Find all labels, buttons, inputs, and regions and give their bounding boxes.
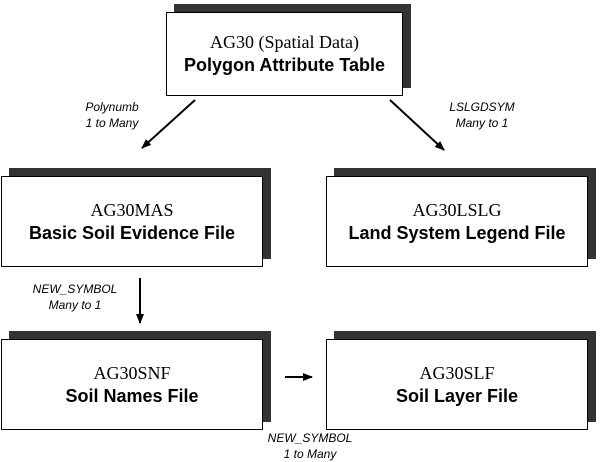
- relationship-key: LSLGDSYM: [449, 100, 515, 114]
- arrow-ag30-to-mas: [141, 99, 196, 149]
- ag30mas-entity-box: AG30MAS Basic Soil Evidence File: [1, 176, 263, 267]
- ag30slf-entity-box: AG30SLF Soil Layer File: [326, 339, 588, 430]
- arrow-ag30-to-lslg: [389, 99, 445, 151]
- ag30lslg-code: AG30LSLG: [412, 199, 502, 220]
- relationship-cardinality: 1 to Many: [283, 447, 337, 461]
- ag30mas-code: AG30MAS: [90, 199, 174, 220]
- ag30snf-name: Soil Names File: [65, 385, 199, 406]
- label-ag30-to-mas: Polynumb 1 to Many: [62, 99, 162, 131]
- relationship-cardinality: Many to 1: [48, 298, 102, 312]
- relationship-cardinality: Many to 1: [455, 116, 509, 130]
- relationship-cardinality: 1 to Many: [85, 116, 139, 130]
- label-snf-to-slf: NEW_SYMBOL 1 to Many: [250, 430, 370, 462]
- ag30slf-code: AG30SLF: [419, 362, 495, 383]
- ag30-entity-box: AG30 (Spatial Data) Polygon Attribute Ta…: [166, 12, 403, 96]
- label-ag30-to-lslg: LSLGDSYM Many to 1: [432, 99, 532, 131]
- relationship-key: Polynumb: [85, 100, 139, 114]
- ag30mas-name: Basic Soil Evidence File: [28, 222, 236, 243]
- relationship-key: NEW_SYMBOL: [267, 431, 353, 445]
- ag30lslg-entity-box: AG30LSLG Land System Legend File: [326, 176, 588, 267]
- ag30-name: Polygon Attribute Table: [184, 55, 385, 75]
- label-mas-to-snf: NEW_SYMBOL Many to 1: [15, 281, 135, 313]
- ag30snf-code: AG30SNF: [93, 362, 171, 383]
- ag30snf-entity-box: AG30SNF Soil Names File: [1, 339, 263, 430]
- ag30slf-name: Soil Layer File: [395, 385, 519, 406]
- ag30-code: AG30 (Spatial Data): [210, 32, 359, 52]
- relationship-key: NEW_SYMBOL: [32, 282, 118, 296]
- ag30lslg-name: Land System Legend File: [348, 222, 566, 243]
